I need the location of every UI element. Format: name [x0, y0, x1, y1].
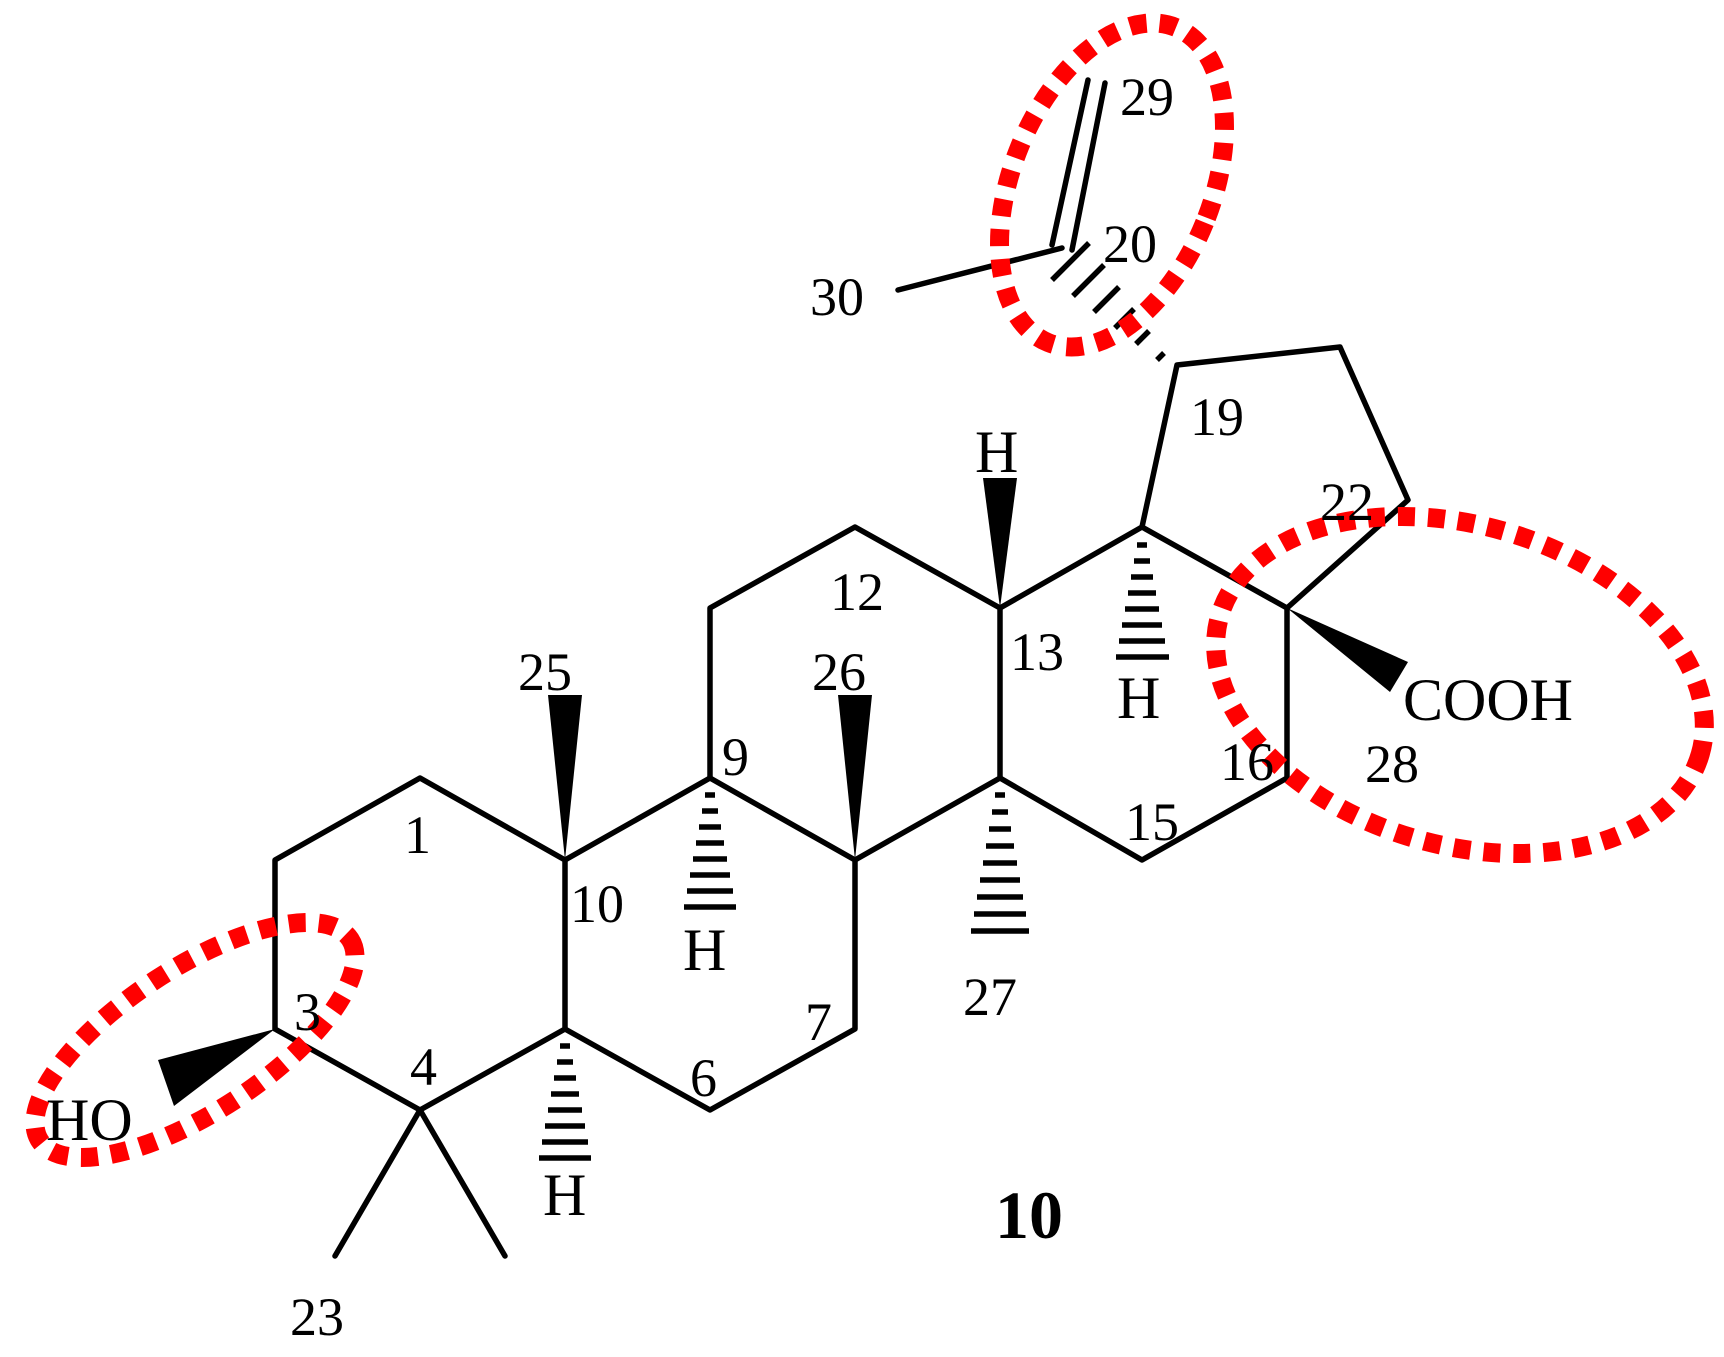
label-c7: 7 [805, 992, 832, 1052]
highlight-carboxyl [1206, 506, 1714, 864]
label-c16: 16 [1220, 732, 1274, 792]
highlight-isopropenyl [990, 13, 1234, 357]
hash-h9 [684, 792, 736, 910]
label-c4: 4 [410, 1037, 437, 1097]
hash-c27 [971, 792, 1029, 934]
hash-h18 [1116, 542, 1169, 660]
highlight-hydroxyl [25, 913, 365, 1167]
hydrogen-label-h5: H [543, 1162, 586, 1228]
compound-number: 10 [995, 1177, 1063, 1253]
label-c23: 23 [290, 1287, 344, 1347]
wedge-oh [158, 1029, 275, 1106]
label-c13: 13 [1010, 622, 1064, 682]
label-c10: 10 [570, 874, 624, 934]
label-c28: 28 [1365, 734, 1419, 794]
label-c6: 6 [690, 1048, 717, 1108]
label-c30: 30 [810, 267, 864, 327]
label-c3: 3 [294, 982, 321, 1042]
label-c26: 26 [812, 642, 866, 702]
hash-h5 [539, 1043, 591, 1161]
wedge-c28 [1287, 608, 1408, 692]
wedge-bonds [158, 478, 1408, 1106]
hydrogen-label-h9: H [683, 917, 726, 983]
hydrogen-label-h18: H [1117, 665, 1160, 731]
label-c12: 12 [830, 562, 884, 622]
label-c19: 19 [1190, 387, 1244, 447]
label-c9: 9 [722, 727, 749, 787]
label-c20: 20 [1103, 214, 1157, 274]
hydroxyl-label: HO [46, 1087, 133, 1153]
hydrogen-label-h13: H [975, 419, 1018, 485]
wedge-c26 [838, 695, 872, 860]
wedge-c25 [548, 695, 582, 860]
label-c1: 1 [404, 805, 431, 865]
atom-number-labels: 1 3 4 6 7 9 10 12 13 15 16 19 20 22 23 2… [290, 67, 1419, 1347]
label-c25: 25 [518, 642, 572, 702]
label-c27: 27 [963, 967, 1017, 1027]
atom-symbols: HO COOH H H H H [46, 419, 1573, 1228]
label-c29: 29 [1120, 67, 1174, 127]
label-c15: 15 [1125, 792, 1179, 852]
label-c22: 22 [1320, 472, 1374, 532]
bond-skeleton [272, 77, 1411, 1259]
carboxyl-label: COOH [1403, 667, 1573, 733]
highlight-markers [25, 13, 1714, 1167]
wedge-h13 [983, 478, 1017, 608]
